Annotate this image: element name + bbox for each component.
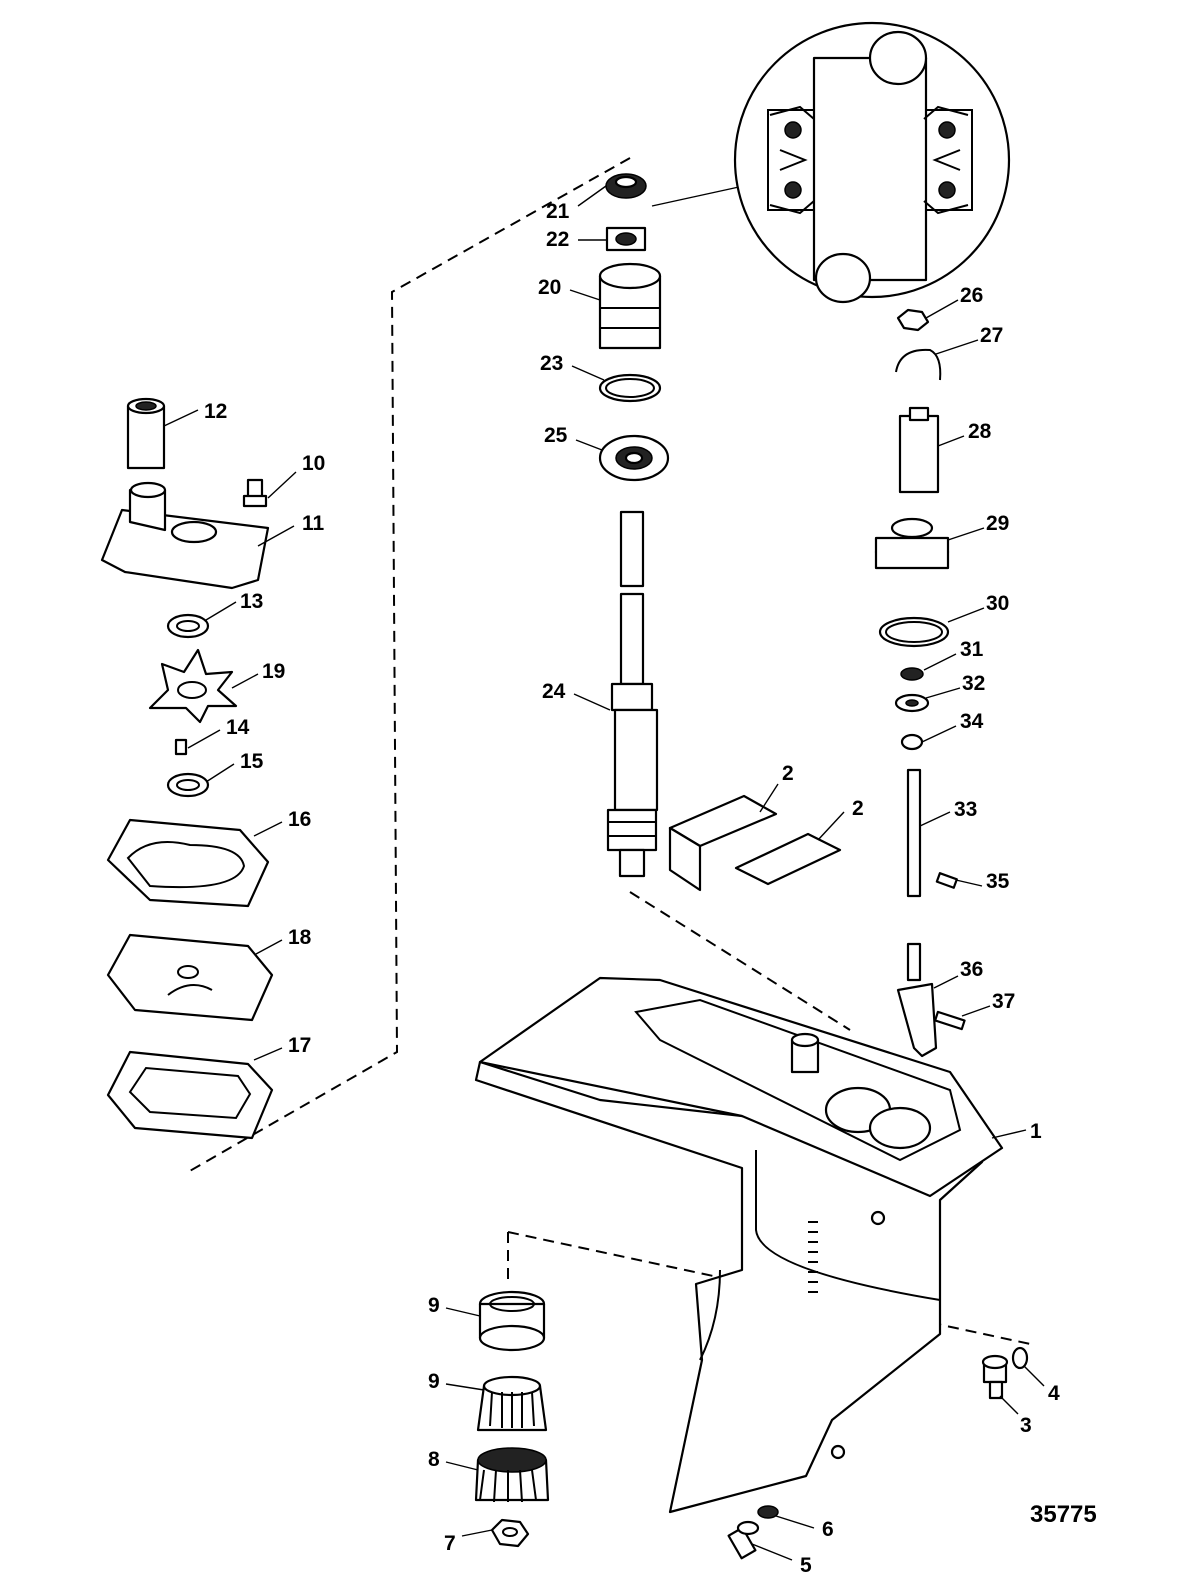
callout-9-lower: 9 — [428, 1370, 440, 1393]
callout-9-upper: 9 — [428, 1294, 440, 1317]
part-35-pin — [935, 872, 958, 889]
part-20-carrier — [598, 262, 662, 350]
callout-22: 22 — [546, 228, 569, 251]
detail-magnifier — [651, 21, 1011, 304]
callout-33: 33 — [954, 798, 977, 821]
callout-2-upper: 2 — [782, 762, 794, 785]
callout-7: 7 — [444, 1532, 456, 1555]
callout-14: 14 — [226, 716, 250, 739]
part-36-shift-cam — [896, 982, 938, 1058]
part-22-bearing — [605, 226, 647, 252]
part-26-nut — [896, 308, 930, 332]
figure-number: 35775 — [1030, 1501, 1097, 1528]
callout-30: 30 — [986, 592, 1009, 615]
callout-20: 20 — [538, 276, 561, 299]
part-17-gasket — [106, 1050, 274, 1140]
part-14-key — [174, 738, 188, 756]
part-33-shift-shaft — [906, 768, 922, 982]
part-11-pump-housing — [100, 481, 270, 590]
callout-18: 18 — [288, 926, 312, 949]
part-9-bearing-cup — [478, 1290, 546, 1352]
part-3-screw — [981, 1354, 1009, 1400]
callout-4: 4 — [1048, 1382, 1060, 1405]
callout-16: 16 — [288, 808, 311, 831]
part-34-washer — [900, 733, 924, 751]
part-9-tapered-bearing — [476, 1375, 548, 1432]
part-13-seal — [166, 613, 210, 639]
part-30-o-ring — [878, 616, 950, 648]
part-5-screw — [727, 1520, 760, 1560]
callout-21: 21 — [546, 200, 570, 223]
part-16-gasket — [106, 818, 270, 908]
callout-31: 31 — [960, 638, 984, 661]
part-32-washer — [894, 693, 930, 713]
part-7-nut — [490, 1518, 530, 1548]
part-15-seal — [166, 772, 210, 798]
callout-15: 15 — [240, 750, 264, 773]
part-18-face-plate — [106, 933, 274, 1022]
part-2-pads — [668, 794, 842, 892]
callout-11: 11 — [302, 512, 325, 535]
callout-32: 32 — [962, 672, 985, 695]
part-12-sleeve — [126, 397, 166, 470]
dashed-assembly-lines — [187, 157, 1036, 1346]
part-27-retaining-ring — [895, 348, 942, 381]
callout-35: 35 — [986, 870, 1010, 893]
callout-37: 37 — [992, 990, 1015, 1013]
part-28-bushing — [898, 406, 940, 494]
callout-34: 34 — [960, 710, 984, 733]
callout-1: 1 — [1030, 1120, 1042, 1143]
part-1-gearcase-housing — [474, 976, 1004, 1514]
callout-5: 5 — [800, 1554, 812, 1577]
part-19-impeller — [148, 648, 238, 724]
part-31-washer — [900, 667, 924, 681]
callout-6: 6 — [822, 1518, 834, 1541]
callout-8: 8 — [428, 1448, 440, 1471]
callout-10: 10 — [302, 452, 325, 475]
callout-23: 23 — [540, 352, 563, 375]
callout-27: 27 — [980, 324, 1003, 347]
callout-13: 13 — [240, 590, 263, 613]
callout-leader-lines — [163, 185, 1045, 1561]
part-29-shift-housing — [874, 517, 950, 570]
part-8-pinion-gear — [474, 1447, 550, 1503]
part-10-bolt — [242, 478, 268, 508]
callout-17: 17 — [288, 1034, 311, 1057]
callout-labels: 1 2 2 3 4 5 6 7 8 9 9 10 11 12 13 14 15 … — [204, 200, 1060, 1577]
callout-26: 26 — [960, 284, 983, 307]
water-intake-slots — [808, 1221, 818, 1293]
part-21-seal — [605, 173, 647, 199]
callout-3: 3 — [1020, 1414, 1032, 1437]
part-25-bearing — [598, 434, 670, 482]
callout-25: 25 — [544, 424, 568, 447]
part-6-washer — [757, 1505, 779, 1519]
callout-2-lower: 2 — [852, 797, 864, 820]
part-4-washer — [1011, 1346, 1029, 1370]
callout-12: 12 — [204, 400, 227, 423]
part-24-driveshaft — [606, 510, 659, 878]
part-37-pin — [934, 1010, 966, 1031]
callout-28: 28 — [968, 420, 992, 443]
part-23-o-ring — [598, 373, 662, 403]
callout-24: 24 — [542, 680, 566, 703]
callout-19: 19 — [262, 660, 285, 683]
callout-29: 29 — [986, 512, 1009, 535]
callout-36: 36 — [960, 958, 983, 981]
